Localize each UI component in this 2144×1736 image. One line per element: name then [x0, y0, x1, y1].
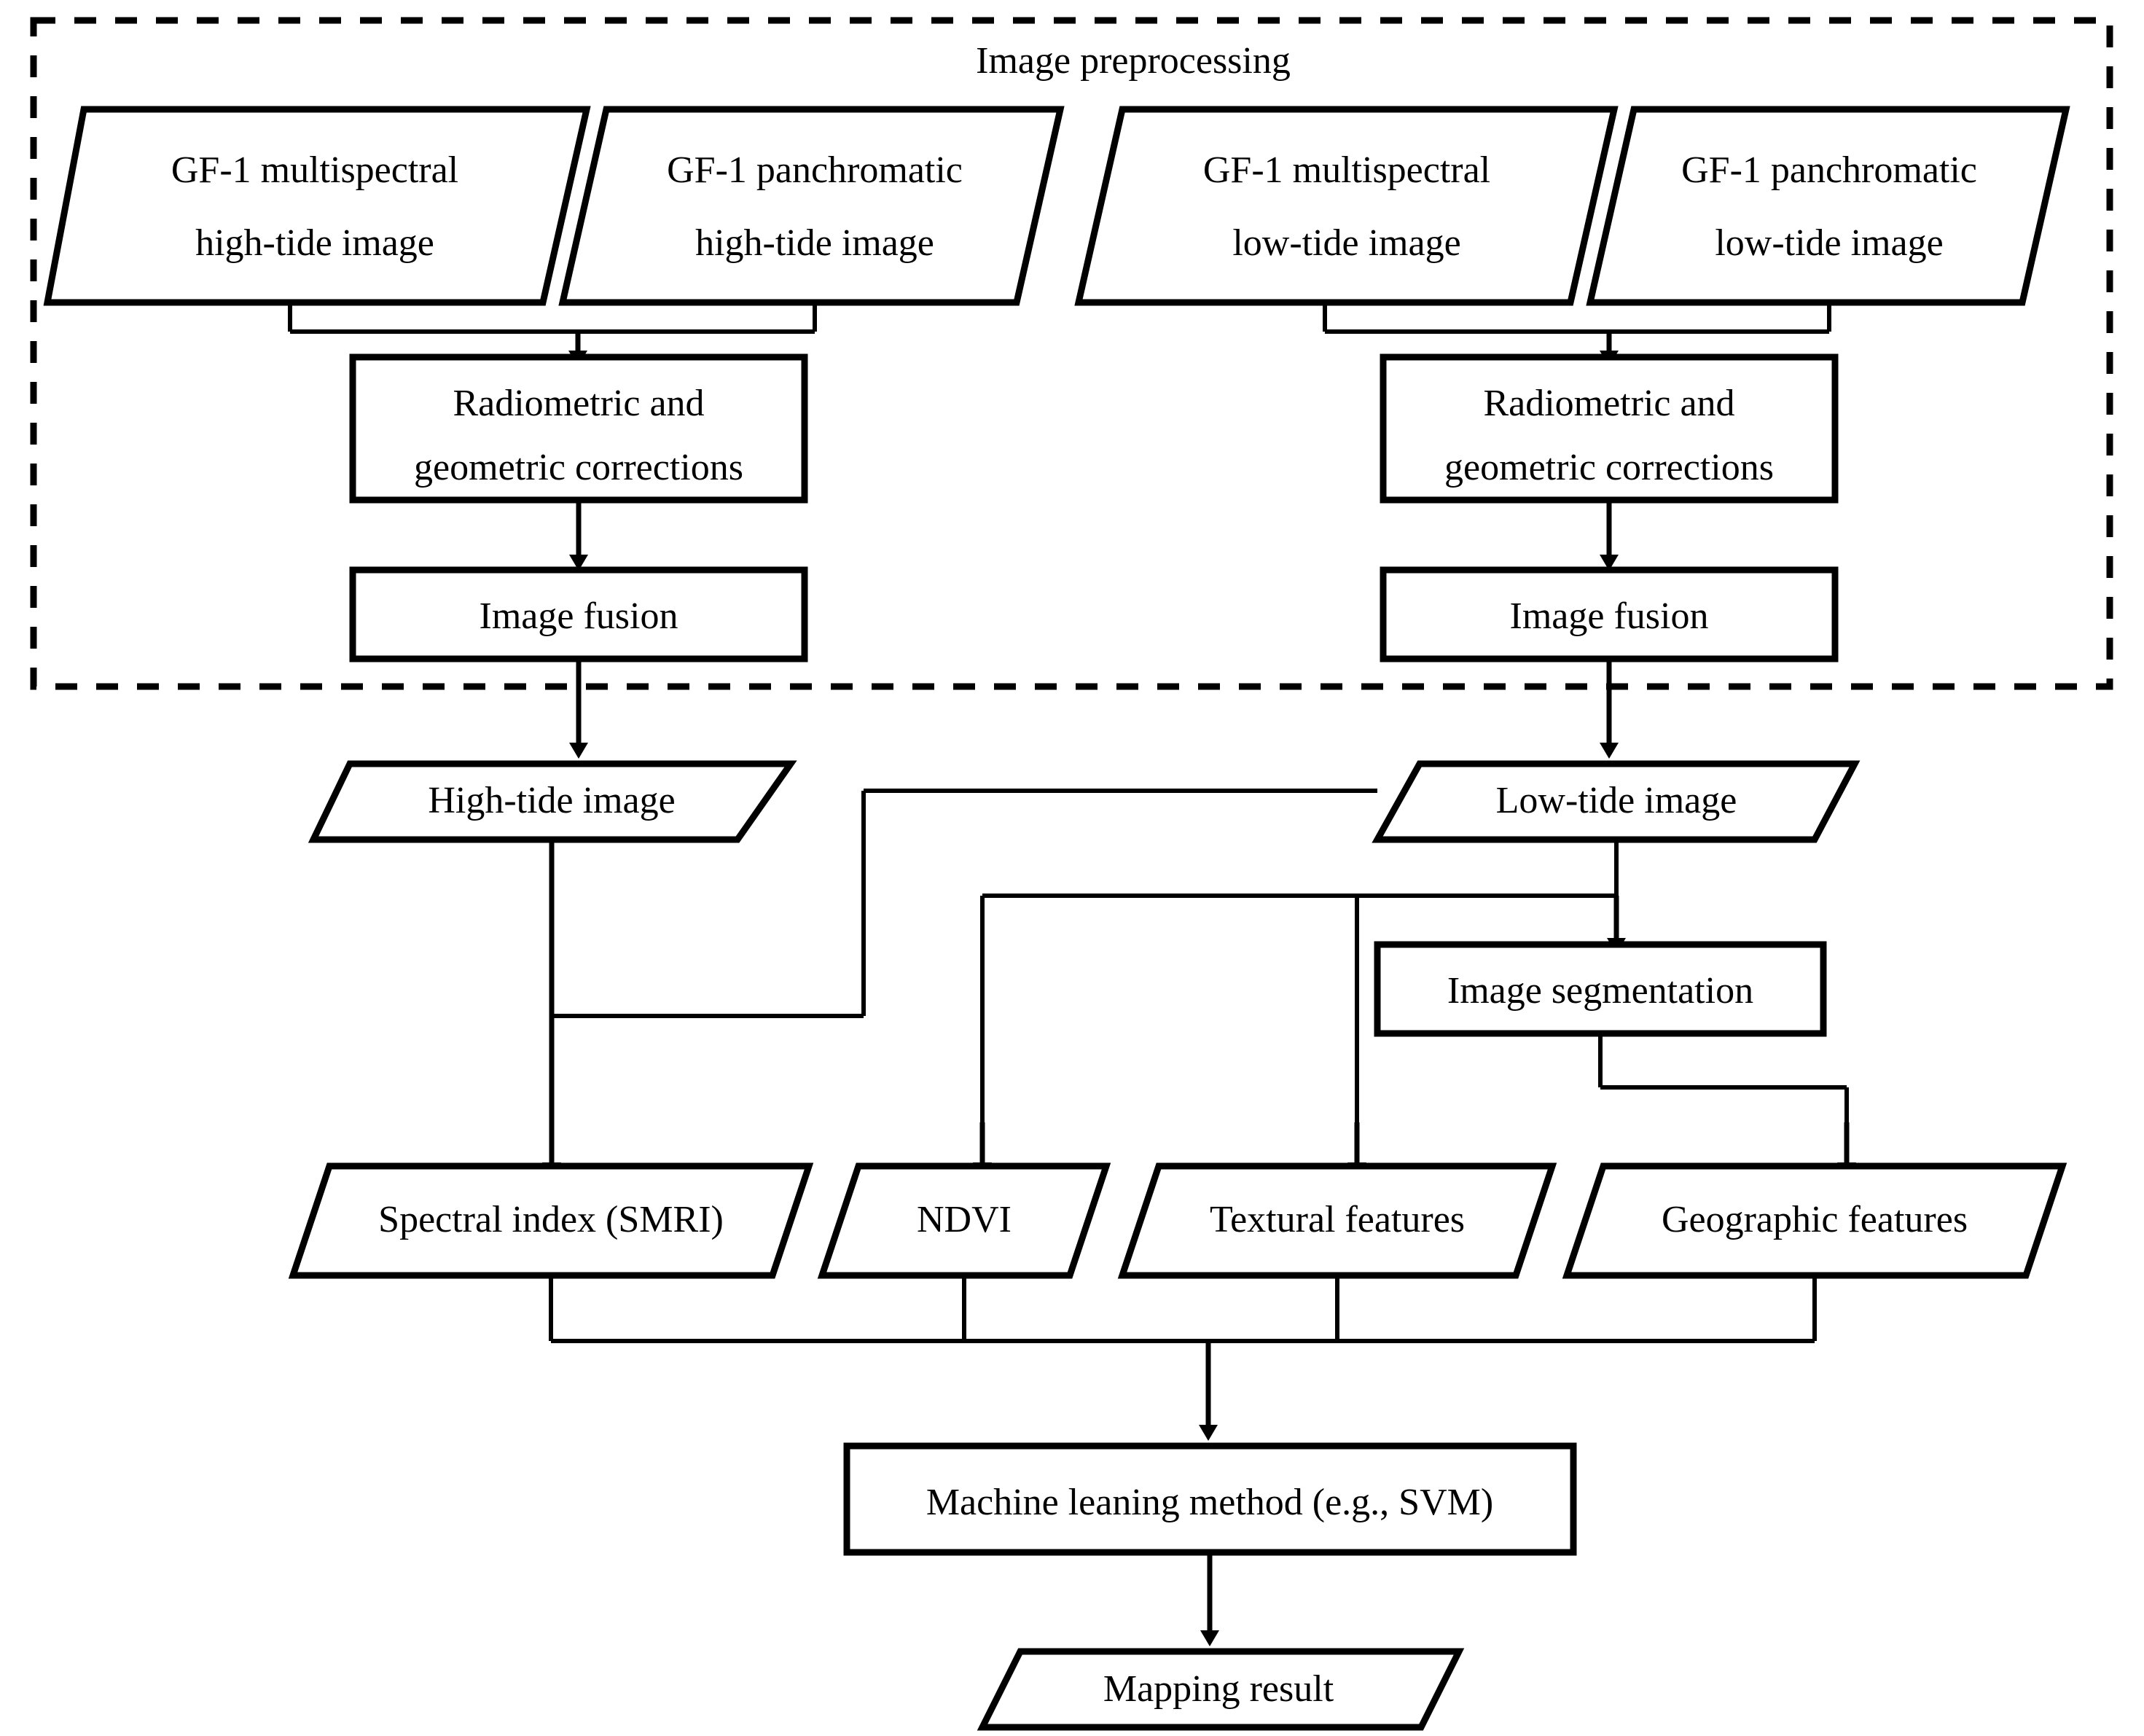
- corrections-right-line2: geometric corrections: [1444, 447, 1774, 488]
- mapping-result-label: Mapping result: [1103, 1668, 1334, 1710]
- spectral-index-label: Spectral index (SMRI): [378, 1199, 724, 1240]
- node-machine-learning-method[interactable]: [843, 1442, 1577, 1556]
- node-ms-low-tide[interactable]: [1074, 106, 1619, 306]
- node-spectral-index[interactable]: [288, 1162, 814, 1279]
- node-fusion-left[interactable]: [349, 566, 808, 662]
- preprocessing-group-border: [30, 17, 2113, 690]
- textural-features-label: Textural features: [1210, 1199, 1465, 1240]
- low-tide-image-label: Low-tide image: [1496, 780, 1737, 821]
- ms-high-tide-line1: GF-1 multispectral: [171, 149, 458, 191]
- node-textural-features[interactable]: [1117, 1162, 1557, 1279]
- machine-learning-method-label: Machine leaning method (e.g., SVM): [926, 1482, 1493, 1523]
- corrections-left-line1: Radiometric and: [453, 383, 704, 424]
- node-geographic-features[interactable]: [1562, 1162, 2067, 1279]
- node-corrections-left[interactable]: [349, 353, 808, 504]
- fusion-right-label: Image fusion: [1510, 595, 1709, 637]
- ms-low-tide-line2: low-tide image: [1232, 222, 1460, 264]
- corrections-left-line2: geometric corrections: [414, 447, 743, 488]
- image-segmentation-label: Image segmentation: [1447, 970, 1753, 1012]
- pan-low-tide-line2: low-tide image: [1715, 222, 1943, 264]
- node-fusion-right[interactable]: [1380, 566, 1839, 662]
- ms-high-tide-line2: high-tide image: [195, 222, 434, 264]
- preprocessing-group-label: Image preprocessing: [976, 40, 1291, 82]
- node-ndvi[interactable]: [817, 1162, 1111, 1279]
- connector-left-inputs-merge: [288, 302, 817, 334]
- node-ms-high-tide[interactable]: [43, 106, 591, 306]
- high-tide-image-label: High-tide image: [428, 780, 675, 821]
- connector-features-merge: [549, 1275, 1817, 1343]
- node-pan-low-tide[interactable]: [1586, 106, 2070, 306]
- ndvi-label: NDVI: [917, 1199, 1012, 1240]
- fusion-left-label: Image fusion: [480, 595, 678, 637]
- corrections-right-line1: Radiometric and: [1483, 383, 1734, 424]
- node-high-tide-image[interactable]: [308, 760, 797, 843]
- pan-low-tide-line1: GF-1 panchromatic: [1681, 149, 1977, 191]
- pan-high-tide-line1: GF-1 panchromatic: [667, 149, 963, 191]
- node-corrections-right[interactable]: [1380, 353, 1839, 504]
- node-low-tide-image[interactable]: [1372, 760, 1861, 843]
- connector-low-tide-branches: [980, 840, 1619, 1137]
- connector-low-tide-to-smri: [552, 789, 1377, 1018]
- pan-high-tide-line2: high-tide image: [695, 222, 934, 264]
- connector-right-inputs-merge: [1323, 302, 1831, 334]
- ms-low-tide-line1: GF-1 multispectral: [1203, 149, 1490, 191]
- node-mapping-result[interactable]: [977, 1648, 1465, 1731]
- geographic-features-label: Geographic features: [1662, 1199, 1968, 1240]
- node-pan-high-tide[interactable]: [558, 106, 1065, 306]
